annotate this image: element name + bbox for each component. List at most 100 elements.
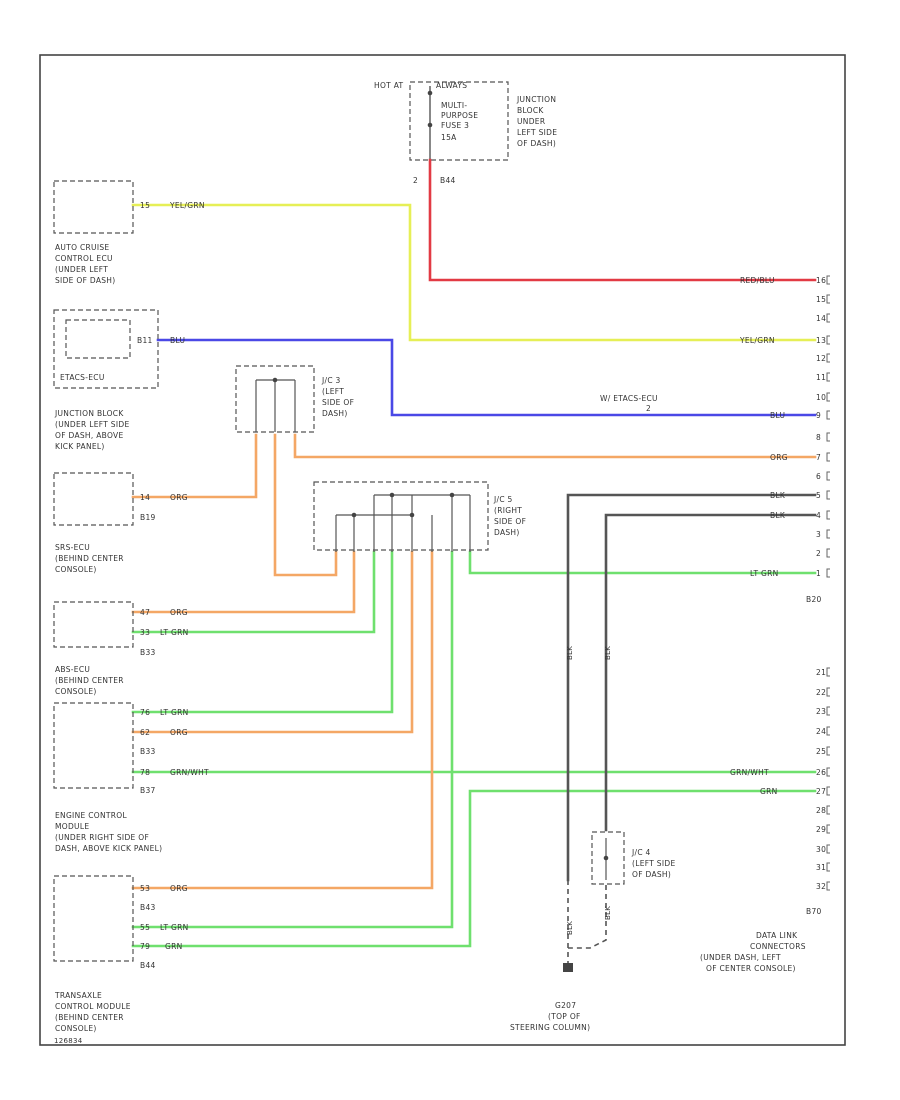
ecm-name-4: DASH, ABOVE KICK PANEL) [55, 844, 162, 853]
diagram-frame [39, 54, 846, 1046]
jc5-name-3: SIDE OF [494, 517, 526, 526]
jc5-pins [335, 495, 471, 552]
srs-name-1: SRS-ECU [55, 543, 90, 552]
ecm-connector2: B37 [140, 786, 156, 795]
jc3-node [272, 377, 278, 383]
dlc-pin: 27 [816, 787, 826, 796]
grn-wire-tcm [131, 550, 454, 929]
dlc-pin: 23 [816, 707, 826, 716]
tcm-name-2: CONTROL MODULE [55, 1002, 131, 1011]
dlc-pin: 5 [816, 491, 821, 500]
srs-pin: 14 [140, 493, 150, 502]
dlc-pin: 24 [816, 727, 826, 736]
dlc-pin: 30 [816, 845, 826, 854]
jb-label-line1: JUNCTION [516, 95, 556, 104]
jb-label-line4: LEFT SIDE [517, 128, 557, 137]
dlc-top-brackets [826, 275, 830, 578]
jb-label-line3: UNDER [517, 117, 545, 126]
etacs-wire-color: BLU [170, 336, 185, 345]
jc5-node [351, 512, 357, 518]
jc4-node [603, 855, 609, 861]
dlc-pin: 26 [816, 768, 826, 777]
tcm-wire1: ORG [170, 884, 188, 893]
blk-label-1: BLK [566, 646, 574, 660]
etacs-name: ETACS-ECU [60, 373, 105, 382]
jc3-name-1: J/C 3 [321, 376, 341, 385]
jc3-name-4: DASH) [322, 409, 348, 418]
srs-wire-color: ORG [170, 493, 188, 502]
dlc-name-2: CONNECTORS [750, 942, 806, 951]
dlc-bottom-brackets [826, 667, 830, 891]
dlc-pin: 4 [816, 511, 821, 520]
dlc-pin: 7 [816, 453, 821, 462]
tcm-wire3: GRN [165, 942, 183, 951]
dlc-wire-16: RED/BLU [740, 276, 775, 285]
dlc-pin: 10 [816, 393, 826, 402]
always-label: ALWAYS [436, 81, 467, 90]
ecm-connector1: B33 [140, 747, 156, 756]
jb-label-line5: OF DASH) [517, 139, 556, 148]
jc4-name-3: OF DASH) [632, 870, 671, 879]
dlc-etacs-note-num: 2 [646, 404, 651, 413]
ecm-pin2: 62 [140, 728, 150, 737]
etacs-pin: B11 [137, 336, 153, 345]
hot-at-label: HOT AT [374, 81, 404, 90]
tcm-pin3: 79 [140, 942, 150, 951]
ecm-pin1: 76 [140, 708, 150, 717]
jc4-name-1: J/C 4 [631, 848, 651, 857]
jc5-node [389, 492, 395, 498]
ecm-name-3: (UNDER RIGHT SIDE OF [55, 833, 149, 842]
dlc-pin: 9 [816, 411, 821, 420]
tcm-name-4: CONSOLE) [55, 1024, 97, 1033]
dlc-connector-b20: B20 [806, 595, 822, 604]
srs-name-3: CONSOLE) [55, 565, 97, 574]
abs-name-1: ABS-ECU [55, 665, 90, 674]
abs-ecu-box [53, 601, 134, 648]
abs-name-3: CONSOLE) [55, 687, 97, 696]
tcm-pin1: 53 [140, 884, 150, 893]
dlc-wire-24: GRN/WHT [730, 768, 769, 777]
ecm-wire1: LT GRN [160, 708, 189, 717]
power-pin: 2 [413, 176, 418, 185]
jb-label-line2: BLOCK [517, 106, 544, 115]
cruise-wire-color: YEL/GRN [169, 201, 205, 210]
ecm-wire2: ORG [170, 728, 188, 737]
tcm-wire2: LT GRN [160, 923, 189, 932]
dlc-pin: 25 [816, 747, 826, 756]
cruise-name-2: CONTROL ECU [55, 254, 113, 263]
jb2-name-4: KICK PANEL) [55, 442, 105, 451]
jc5-name-1: J/C 5 [493, 495, 513, 504]
ecm-name-2: MODULE [55, 822, 89, 831]
dlc-bottom-pins: 21 22 23 24 25 26 27 28 29 30 31 32 [816, 668, 826, 891]
jc4-name-2: (LEFT SIDE [632, 859, 675, 868]
dlc-pin: 31 [816, 863, 826, 872]
etacs-inner-box [65, 319, 131, 359]
org-wire-ecm [131, 550, 414, 734]
red-blu-wire [428, 158, 817, 282]
fuse-node [427, 122, 433, 128]
ltgrn-wire-dlc [468, 550, 817, 575]
dlc-name-1: DATA LINK [756, 931, 798, 940]
dlc-wire-13: YEL/GRN [739, 336, 775, 345]
blk-wire-1 [566, 493, 817, 882]
grn-wire-tcm-dlc [131, 789, 817, 948]
blu-wire [156, 338, 817, 417]
ecm-box [53, 702, 134, 789]
fuse-node [427, 90, 433, 96]
dlc-pin: 15 [816, 295, 826, 304]
dlc-pin: 21 [816, 668, 826, 677]
dlc-name-3: (UNDER DASH, LEFT [700, 953, 781, 962]
tcm-connector2: B44 [140, 961, 156, 970]
cruise-ecu-box [53, 180, 134, 234]
org-wire-abs [131, 550, 356, 614]
tcm-box [53, 875, 134, 962]
junction-block-fuse-box [409, 81, 509, 161]
dlc-pin: 14 [816, 314, 826, 323]
ecm-name-1: ENGINE CONTROL [55, 811, 127, 820]
dlc-pin: 11 [816, 373, 826, 382]
dlc-pin: 16 [816, 276, 826, 285]
ground-symbol [563, 963, 573, 972]
srs-connector: B19 [140, 513, 156, 522]
dlc-wire-5: BLK [770, 511, 786, 520]
blk-label-4: BLK [604, 906, 612, 920]
